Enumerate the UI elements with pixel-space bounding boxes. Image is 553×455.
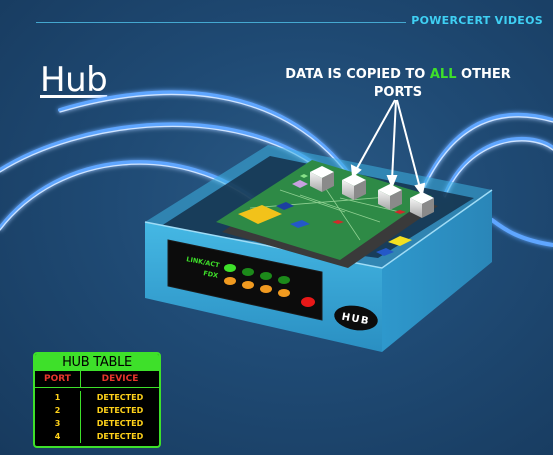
led-link-3: [260, 272, 272, 280]
device-status: DETECTED: [96, 432, 144, 441]
brand-rule: [36, 22, 406, 23]
hub-table-header: PORT DEVICE: [35, 371, 159, 388]
page-title: Hub: [40, 60, 108, 100]
chip-green: [300, 174, 308, 178]
table-row: 1 DETECTED: [35, 391, 159, 404]
cable: [443, 136, 553, 197]
chip-blue: [290, 220, 310, 228]
table-row: 3 DETECTED: [35, 417, 159, 430]
chip-yellow: [388, 236, 412, 246]
chip-yellow: [238, 205, 282, 224]
brand-label: POWERCERT VIDEOS: [411, 14, 543, 27]
device-status: DETECTED: [96, 419, 144, 428]
hub-logo-text: HUB: [341, 312, 371, 328]
chip-blue: [276, 202, 294, 210]
hub-table: HUB TABLE PORT DEVICE 1 DETECTED 2 DETEC…: [33, 352, 161, 448]
table-row: 2 DETECTED: [35, 404, 159, 417]
led-fdx-4: [278, 289, 290, 297]
hub-right-side: [382, 190, 492, 352]
arrow: [355, 99, 396, 171]
arrow-head: [350, 164, 362, 179]
cable: [58, 90, 354, 180]
table-row: 4 DETECTED: [35, 430, 159, 443]
fdx-label: FDX: [203, 269, 219, 280]
hub-table-body: 1 DETECTED 2 DETECTED 3 DETECTED 4 DETEC…: [35, 388, 159, 443]
header-port: PORT: [35, 371, 81, 387]
port-number: 4: [35, 430, 81, 443]
cable: [490, 218, 553, 247]
chip-violet: [292, 180, 308, 188]
cable: [59, 93, 353, 181]
chip-blue: [376, 248, 394, 256]
led-fdx-1: [224, 277, 236, 285]
callout-highlight: ALL: [429, 67, 457, 82]
led-fdx-2: [242, 281, 254, 289]
port-number: 1: [35, 391, 81, 404]
cable: [417, 116, 553, 203]
led-link-4: [278, 276, 290, 284]
chip-red: [332, 220, 344, 224]
led-power: [301, 297, 315, 307]
cable: [444, 140, 553, 198]
led-link-2: [242, 268, 254, 276]
port-3: [378, 184, 402, 210]
device-status: DETECTED: [96, 393, 144, 402]
header-device: DEVICE: [101, 374, 139, 384]
port-number: 2: [35, 404, 81, 417]
chip-red: [394, 210, 406, 214]
port-4: [410, 192, 434, 218]
arrow: [396, 99, 421, 189]
hub-table-title: HUB TABLE: [35, 354, 159, 371]
arrow: [391, 99, 397, 181]
port-2: [342, 174, 366, 200]
ports: [310, 166, 434, 218]
hub-front-edge: [144, 189, 493, 269]
cable: [416, 112, 553, 202]
copy-callout: DATA IS COPIED TO ALL OTHER PORTS: [268, 66, 528, 102]
callout-text-after: OTHER PORTS: [373, 67, 511, 100]
callout-text-before: DATA IS COPIED TO: [285, 67, 430, 82]
device-status: DETECTED: [96, 406, 144, 415]
status-panel: [167, 239, 323, 321]
cable: [0, 122, 322, 172]
hub-logo: HUB: [334, 305, 378, 331]
port-number: 3: [35, 417, 81, 430]
callout-arrows: [350, 99, 426, 197]
arrow-head: [386, 175, 398, 189]
port-1: [310, 166, 334, 192]
arrow-head: [414, 182, 426, 197]
board: [216, 160, 432, 260]
led-link-1: [224, 264, 236, 272]
led-fdx-3: [260, 285, 272, 293]
